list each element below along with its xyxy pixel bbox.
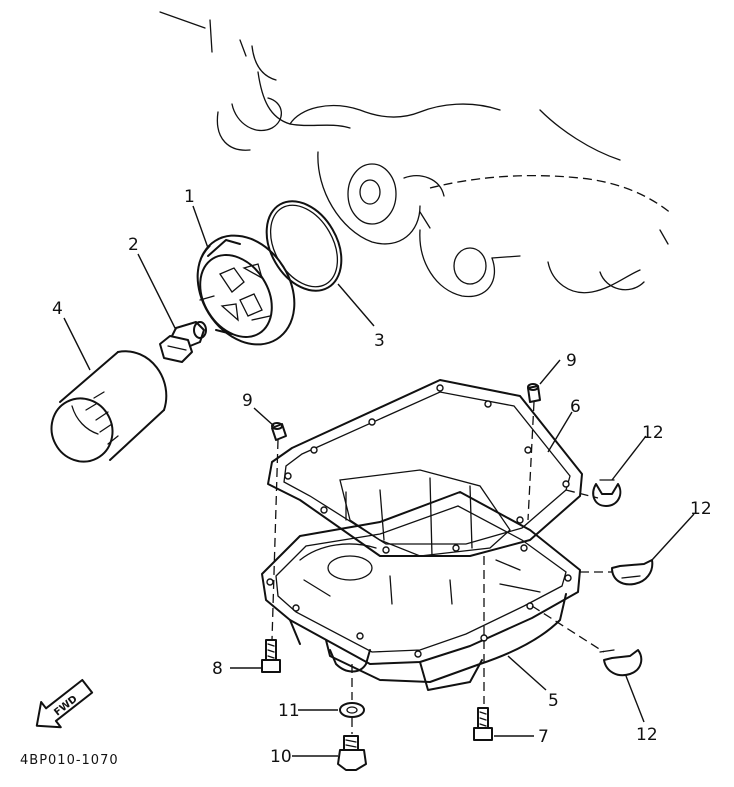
callout-12-lower: 12	[636, 725, 658, 745]
callout-5: 5	[548, 691, 559, 711]
callout-12-upper: 12	[642, 423, 664, 443]
hose-clamp-upper	[592, 479, 622, 507]
callouts: 1 2 3 4 5 6 7 8 9 9 10 11 12 12 12	[52, 187, 712, 767]
callout-7: 7	[538, 727, 549, 747]
hose-clamp-middle	[611, 559, 654, 586]
callout-6: 6	[570, 397, 581, 417]
callout-2: 2	[128, 235, 139, 255]
callout-4: 4	[52, 299, 63, 319]
callout-10: 10	[270, 747, 292, 767]
leader-lines	[63, 205, 695, 757]
alignment-lines	[271, 401, 612, 734]
drawing-code: 4BP010-1070	[20, 753, 119, 768]
o-ring	[265, 200, 343, 292]
dowel-pin-right	[527, 383, 541, 403]
dowel-pin-left	[271, 422, 287, 441]
gasket-washer	[339, 702, 365, 718]
callout-1: 1	[184, 187, 195, 207]
callout-9-right: 9	[566, 351, 577, 371]
callout-12-middle: 12	[690, 499, 712, 519]
callout-11: 11	[278, 701, 300, 721]
union-bolt	[159, 321, 207, 363]
engine-crankcase	[159, 11, 673, 298]
oil-pan-gasket	[267, 379, 583, 557]
forward-arrow: FWD	[35, 678, 94, 729]
oil-cooler	[196, 234, 296, 346]
bolt-left	[261, 639, 281, 673]
callout-3: 3	[374, 331, 385, 351]
callout-8: 8	[212, 659, 223, 679]
oil-filter	[50, 350, 168, 463]
drain-bolt	[337, 735, 367, 771]
callout-9-left: 9	[242, 391, 253, 411]
hose-clamp-lower	[599, 649, 643, 677]
oil-pan	[261, 469, 581, 691]
bolt-right	[473, 707, 493, 741]
